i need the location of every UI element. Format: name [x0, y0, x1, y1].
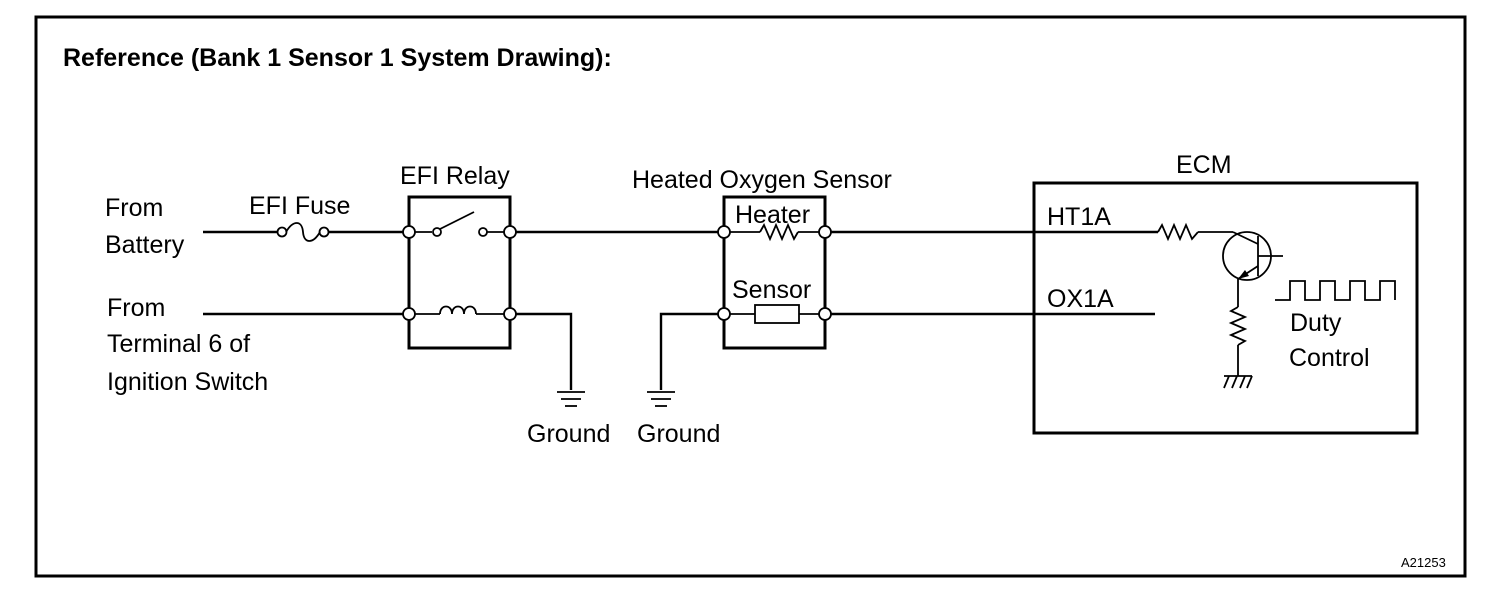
heater-resistor — [730, 222, 819, 242]
ground-label-sensor: Ground — [637, 420, 720, 448]
oxygen-sensor-label: Heated Oxygen Sensor — [632, 166, 892, 194]
relay-terminal — [503, 307, 517, 321]
relay-switch-contact — [414, 211, 505, 237]
ht1a-terminal-label: HT1A — [1047, 203, 1111, 231]
relay-terminal — [402, 225, 416, 239]
ignition-source-label-2: Terminal 6 of — [107, 330, 250, 358]
sensor-terminal — [818, 307, 832, 321]
ground-label-relay: Ground — [527, 420, 610, 448]
diagram-title: Reference (Bank 1 Sensor 1 System Drawin… — [63, 44, 612, 72]
efi-fuse-symbol — [276, 222, 330, 242]
duty-control-label-1: Duty — [1290, 309, 1342, 337]
oxygen-sensor-box — [722, 195, 827, 350]
battery-source-label-1: From — [105, 194, 163, 222]
sensor-element-label: Sensor — [732, 276, 811, 304]
sensor-terminal — [818, 225, 832, 239]
efi-relay-label: EFI Relay — [400, 162, 510, 190]
outer-frame — [34, 15, 1467, 578]
ignition-source-label-3: Ignition Switch — [107, 368, 268, 396]
relay-terminal — [402, 307, 416, 321]
battery-source-label-2: Battery — [105, 231, 185, 259]
ground-symbol — [557, 391, 585, 407]
sensor-element — [730, 304, 819, 324]
ox1a-terminal-label: OX1A — [1047, 285, 1114, 313]
duty-control-label-2: Control — [1289, 344, 1370, 372]
pulldown-resistor — [1228, 279, 1248, 376]
ground-symbol — [647, 391, 675, 407]
chassis-ground-icon — [1223, 375, 1253, 389]
ecm-label: ECM — [1176, 151, 1232, 179]
relay-terminal — [503, 225, 517, 239]
relay-ground-wire — [516, 312, 573, 390]
sensor-terminal — [717, 307, 731, 321]
figure-code: A21253 — [1401, 555, 1446, 570]
transistor-symbol — [1222, 231, 1283, 281]
ecm-box — [1032, 181, 1419, 435]
heater-label: Heater — [735, 201, 810, 229]
base-resistor — [1157, 222, 1233, 242]
sensor-ground-wire — [659, 312, 718, 390]
efi-relay-box — [407, 195, 512, 350]
relay-coil — [414, 305, 505, 315]
sensor-terminal — [717, 225, 731, 239]
duty-pulse-waveform-icon — [1275, 280, 1396, 301]
efi-fuse-label: EFI Fuse — [249, 192, 350, 220]
ignition-source-label-1: From — [107, 294, 165, 322]
